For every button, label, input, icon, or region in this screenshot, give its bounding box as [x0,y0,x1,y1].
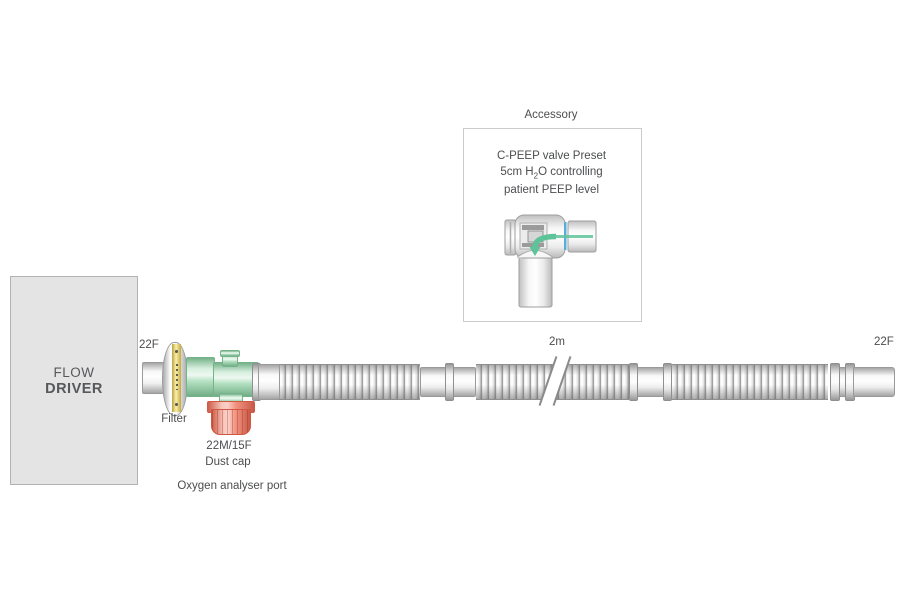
tube-swivel-section-2 [629,358,672,404]
tube-swivel-ring [445,363,454,401]
accessory-description: C-PEEP valve Preset 5cm H2O controlling … [463,149,640,199]
label-tube-length: 2m [549,336,565,348]
flow-driver-label-line2: DRIVER [45,380,103,397]
label-22f-left: 22F [139,339,159,351]
flow-driver-label-line1: FLOW [53,364,95,380]
label-22f-right: 22F [874,336,894,348]
tube-cuff [258,364,280,400]
valve-mechanism-bar-top [522,225,544,230]
flow-driver-box: FLOW DRIVER [10,276,138,485]
filter-band-marking [175,403,178,406]
accessory-desc-line2: 5cm H2O controlling [500,165,603,180]
filter-label: Filter [161,413,187,425]
tube-end-section [828,358,900,404]
tube-end-ring [830,363,840,401]
patient-end-connector [853,367,895,397]
flow-arrow-curve [532,233,557,248]
bacterial-filter [162,342,188,416]
filter-yellow-band [172,344,181,412]
tpiece-top-port-cap [220,350,240,357]
tpiece-body [186,357,215,397]
flow-arrow-head [529,247,541,256]
label-dust-cap: Dust cap [205,456,251,468]
tube-swivel-section-1 [420,358,476,404]
peep-valve-illustration [504,214,597,308]
label-dust-cap-size: 22M/15F [206,440,252,452]
tube-swivel-ring [629,363,638,401]
label-oxygen-analyser-port: Oxygen analyser port [177,480,287,492]
accessory-desc-line3: patient PEEP level [503,184,600,197]
dust-cap-body [211,409,251,435]
valve-bottom-port [518,251,553,308]
filter-band-marking [175,350,178,353]
tube-swivel-ring [663,363,672,401]
tube-swivel-cylinder [633,367,668,397]
filter-band-marking [175,364,178,390]
accessory-title: Accessory [524,109,578,121]
accessory-desc-line1: C-PEEP valve Preset [496,150,607,162]
